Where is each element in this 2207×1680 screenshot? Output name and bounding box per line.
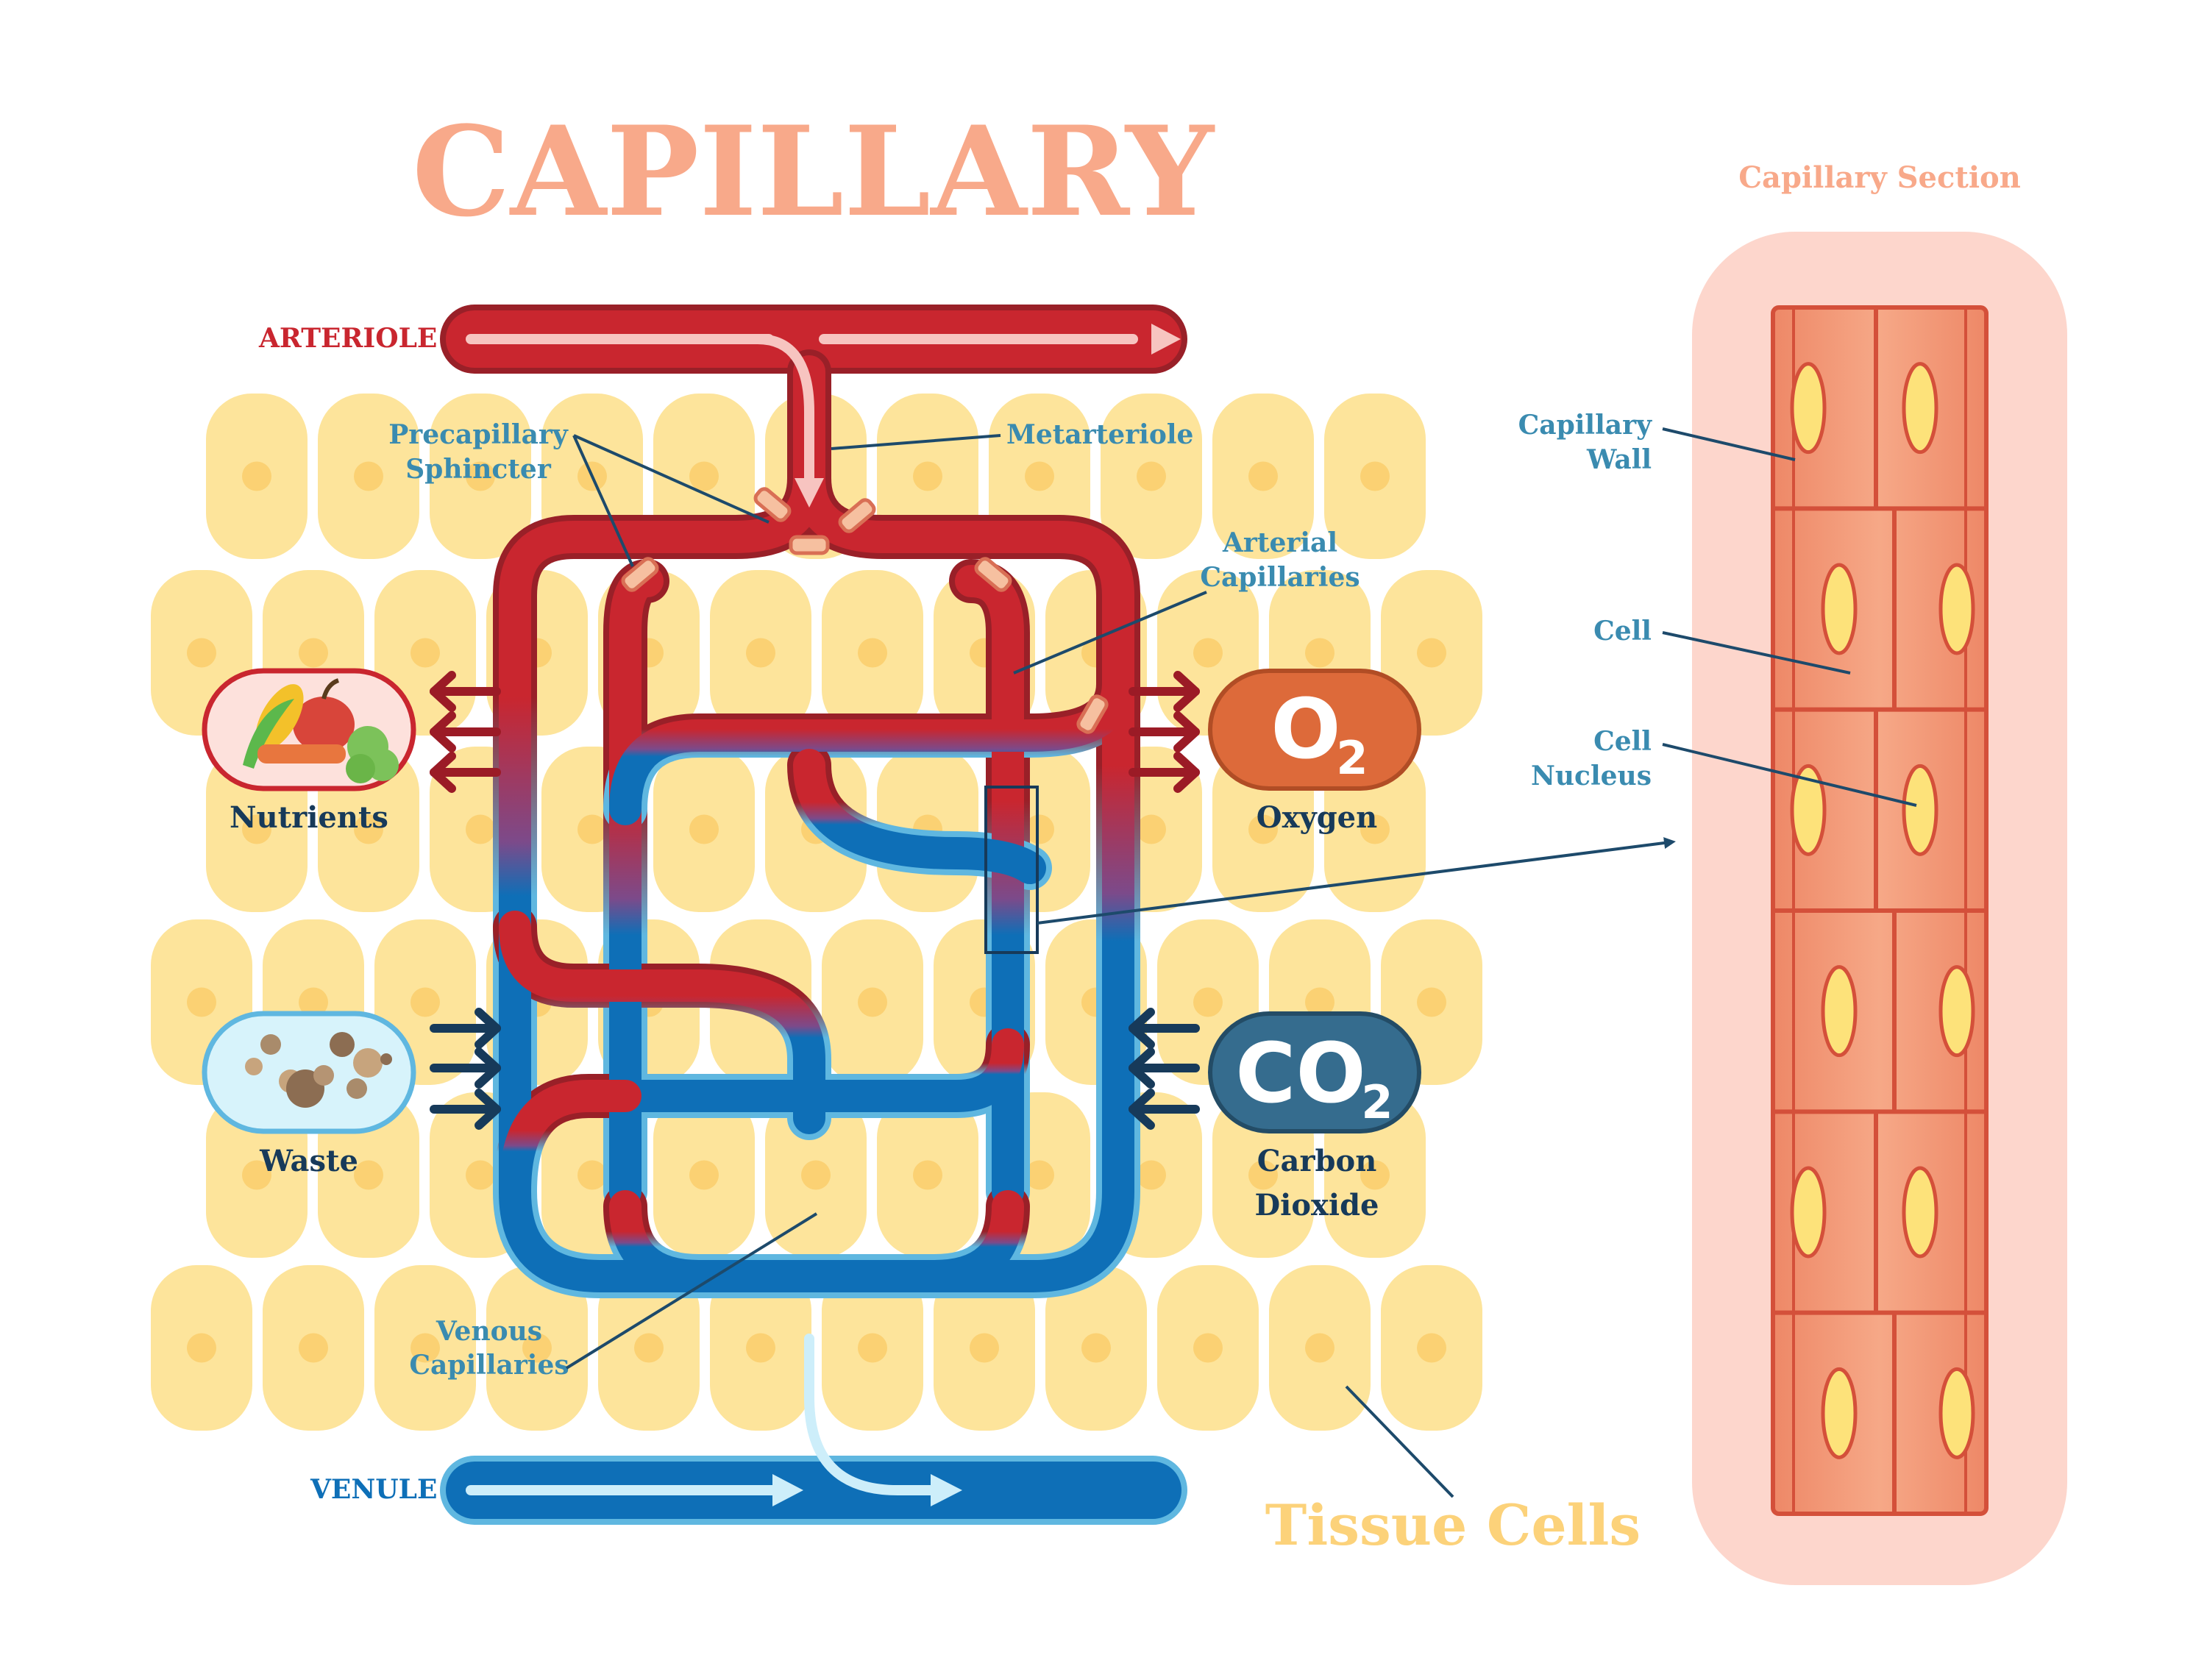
cell-nucleus (1902, 764, 1938, 856)
cell-nucleus (1902, 1166, 1938, 1259)
tissue-cell (877, 1092, 978, 1258)
tissue-cell (151, 1265, 252, 1431)
tissue-cell (206, 394, 308, 559)
zoom-box (984, 786, 1039, 954)
svg-text:Capillaries: Capillaries (1200, 562, 1360, 593)
nutrients-icon (202, 668, 416, 791)
oxygen-outflow-arrow (1129, 752, 1200, 793)
venous-capillaries-label: Venous Capillaries (409, 1212, 818, 1381)
waste-inflow-arrow (430, 1008, 501, 1049)
tissue-cell (374, 1265, 476, 1431)
svg-text:Cell: Cell (1593, 616, 1652, 647)
carbon-dioxide-label: Carbon Dioxide (1254, 1144, 1379, 1222)
tissue-cell (263, 1265, 364, 1431)
svg-text:Capillary: Capillary (1518, 410, 1652, 441)
svg-text:O: O (1270, 682, 1340, 777)
cell-nucleus (1821, 563, 1858, 655)
cell-label: Cell (1593, 616, 1851, 675)
cell-nucleus-label: Cell Nucleus (1531, 726, 1917, 807)
oxygen-outflow-arrow (1129, 671, 1200, 712)
svg-text:Sphincter: Sphincter (405, 454, 552, 485)
nutrient-outflow-arrow (430, 671, 501, 712)
waste-icon (202, 1011, 416, 1134)
svg-text:Wall: Wall (1586, 444, 1652, 475)
arterial-capillaries-label: Arterial Capillaries (1013, 527, 1360, 675)
capillary-wall-label: Capillary Wall (1518, 410, 1796, 475)
metarteriole-label: Metarteriole (831, 419, 1193, 450)
svg-text:Cell: Cell (1593, 726, 1652, 757)
venule-label: VENULE (310, 1474, 437, 1505)
cell-nucleus (1790, 1166, 1827, 1259)
cell-nucleus (1938, 563, 1975, 655)
cell-nucleus (1902, 362, 1938, 455)
tissue-cell (1324, 394, 1426, 559)
cell-nucleus (1821, 965, 1858, 1058)
waste-inflow-arrow (430, 1089, 501, 1130)
svg-text:Precapillary: Precapillary (388, 419, 569, 450)
co2-inflow-arrow (1129, 1089, 1200, 1130)
waste-label: Waste (259, 1144, 358, 1178)
svg-text:CO: CO (1235, 1026, 1365, 1122)
cell-nucleus (1938, 1367, 1975, 1459)
svg-text:Metarteriole: Metarteriole (1006, 419, 1193, 450)
tissue-cell (710, 570, 811, 736)
tissue-cell (710, 1265, 811, 1431)
tissue-cell (318, 394, 419, 559)
cell-nucleus (1821, 1367, 1858, 1459)
nutrient-outflow-arrow (430, 752, 501, 793)
section-title: Capillary Section (1738, 160, 2021, 195)
co2-inflow-arrow (1129, 1047, 1200, 1089)
svg-text:Nucleus: Nucleus (1531, 761, 1652, 791)
svg-text:2: 2 (1336, 731, 1368, 785)
svg-text:Venous: Venous (436, 1316, 542, 1347)
tissue-cell (934, 1265, 1035, 1431)
cell-nucleus (1790, 362, 1827, 455)
tissue-cell (598, 1265, 700, 1431)
svg-text:Carbon: Carbon (1257, 1144, 1377, 1178)
co2-inflow-arrow (1129, 1008, 1200, 1049)
tissue-cell (822, 919, 923, 1085)
tissue-cell (1101, 394, 1202, 559)
nutrients-label: Nutrients (230, 800, 388, 835)
capillary-network (493, 334, 1140, 1506)
svg-text:Arterial: Arterial (1222, 527, 1337, 558)
page-title: CAPILLARY (412, 99, 1215, 244)
precapillary-sphincter-label: Precapillary Sphincter (388, 419, 770, 567)
tissue-cell (822, 1265, 923, 1431)
tissue-cell (1381, 1265, 1482, 1431)
tissue-cell (822, 570, 923, 736)
tissue-cell (430, 394, 531, 559)
cell-nucleus (1938, 965, 1975, 1058)
cell-nucleus (1790, 764, 1827, 856)
oxygen-badge: O 2 (1208, 669, 1421, 791)
tissue-cell (1212, 394, 1314, 559)
oxygen-outflow-arrow (1129, 711, 1200, 752)
tissue-cell (1324, 1092, 1426, 1258)
oxygen-label: Oxygen (1257, 800, 1377, 835)
tissue-cell (653, 1092, 755, 1258)
exchange-arrows (430, 671, 1200, 1130)
svg-text:2: 2 (1361, 1075, 1393, 1129)
svg-text:Capillaries: Capillaries (409, 1350, 569, 1381)
tissue-cell (1269, 1265, 1371, 1431)
precapillary-sphincters (621, 487, 1109, 734)
tissue-cell (486, 1265, 588, 1431)
svg-text:Dioxide: Dioxide (1254, 1188, 1379, 1222)
nutrient-outflow-arrow (430, 711, 501, 752)
zoom-pointer (1037, 837, 1676, 925)
tissue-cell (1157, 1265, 1259, 1431)
arteriole-label: ARTERIOLE (258, 323, 437, 354)
tissue-cells-label: Tissue Cells (1265, 1492, 1641, 1558)
tissue-cell (653, 747, 755, 912)
carbon-dioxide-badge: CO 2 (1208, 1011, 1421, 1133)
tissue-cells-pointer (1345, 1385, 1454, 1498)
waste-inflow-arrow (430, 1047, 501, 1089)
tissue-cell (1045, 1265, 1147, 1431)
tissue-cell (1212, 1092, 1314, 1258)
capillary-wall (1771, 305, 1989, 1516)
